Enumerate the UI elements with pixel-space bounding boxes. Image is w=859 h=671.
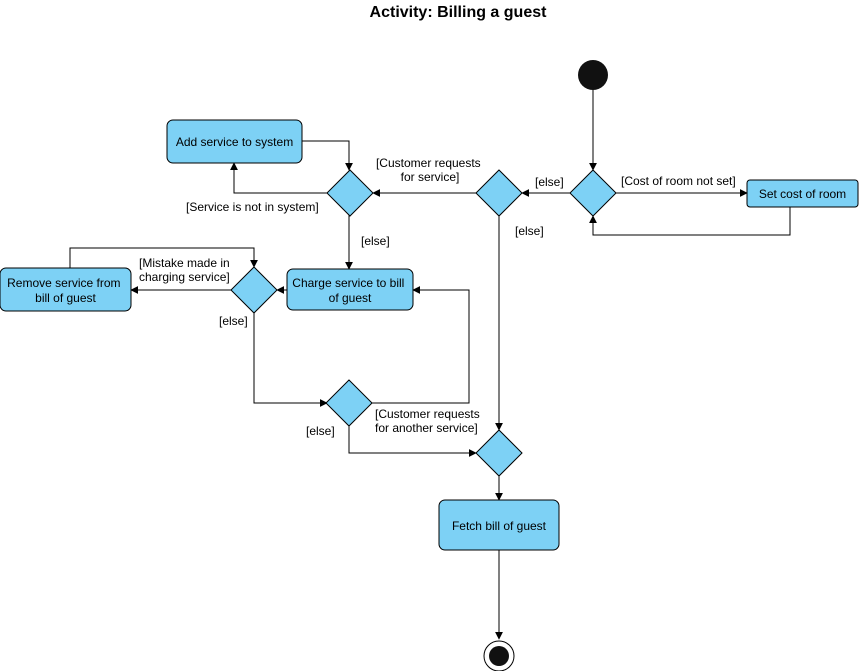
guard-request-else: [else]	[515, 224, 544, 238]
svg-text:Add service to system: Add service to system	[176, 135, 293, 149]
svg-text:Charge service to bill o: Charge service to bill of guest	[292, 276, 407, 305]
edge-add-service-back	[302, 140, 353, 171]
action-label-line: Add service to system	[176, 135, 293, 149]
svg-text:Set cost of room: Set cost of room	[759, 187, 846, 201]
edges	[69, 90, 791, 640]
decision-mistake	[230, 266, 278, 314]
edge-in-system-to-add-service	[230, 162, 327, 194]
guard-mistake-else: [else]	[219, 314, 248, 328]
diagram-title: Activity: Billing a guest	[370, 4, 548, 21]
action-label-line: bill of guest	[35, 291, 96, 305]
guard-customer-requests: [Customer requests for service]	[376, 156, 484, 184]
edge-set-cost-back	[589, 207, 791, 236]
final-node	[483, 640, 515, 671]
decision-service-in-system	[326, 169, 374, 217]
merge-node	[475, 429, 523, 477]
svg-text:Remove service from bill: Remove service from bill of guest	[7, 276, 124, 305]
action-fetch-bill: Fetch bill of guest	[438, 499, 560, 551]
action-label-line: Charge service to bill	[292, 276, 404, 290]
guard-another-else: [else]	[306, 424, 335, 438]
guard-in-system-else: [else]	[361, 234, 390, 248]
action-label-line: Set cost of room	[759, 187, 846, 201]
action-set-cost: Set cost of room	[746, 179, 859, 208]
edge-mistake-else-to-another	[253, 313, 328, 407]
guard-mistake: [Mistake made in charging service]	[139, 256, 233, 284]
guard-cost-not-set: [Cost of room not set]	[621, 174, 736, 188]
svg-text:Fetch bill of guest: Fetch bill of guest	[452, 519, 547, 533]
initial-node	[578, 60, 608, 90]
action-label-line: of guest	[329, 291, 372, 305]
guard-cost-else: [else]	[535, 175, 564, 189]
action-label-line: Remove service from	[7, 276, 120, 290]
decision-cost-set	[569, 169, 617, 217]
action-remove-service: Remove service from bill of guest	[0, 267, 132, 312]
action-add-service: Add service to system	[166, 119, 303, 164]
guard-another-service: [Customer requests for another service]	[375, 407, 483, 435]
action-charge-service: Charge service to bill of guest	[286, 268, 414, 311]
action-label-line: Fetch bill of guest	[452, 519, 547, 533]
guard-not-in-system: [Service is not in system]	[186, 200, 319, 214]
edge-another-else-to-merge	[348, 425, 477, 457]
edge-another-to-charge	[372, 286, 470, 404]
decision-customer-request	[475, 169, 523, 217]
decision-another-service	[325, 379, 373, 427]
edge-remove-back	[69, 247, 258, 268]
